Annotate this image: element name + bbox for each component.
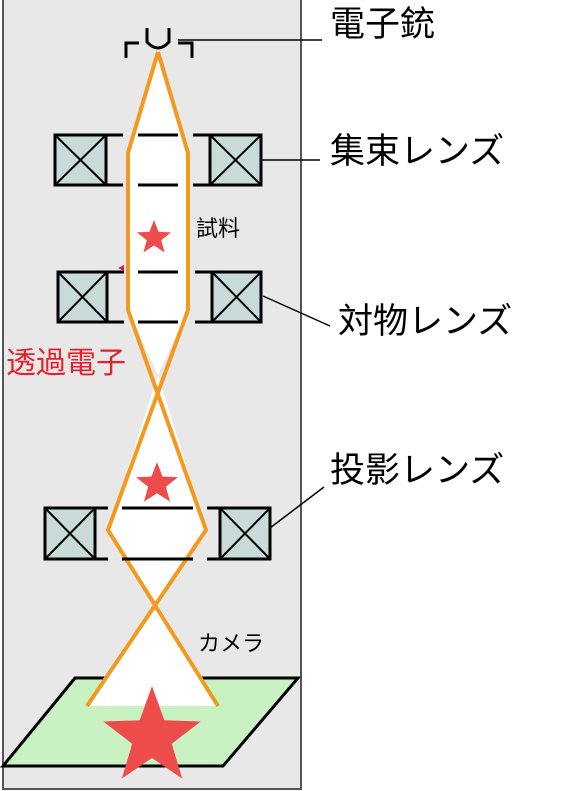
star-icon	[103, 686, 201, 779]
lens-coil-icon	[43, 506, 97, 561]
lens-coil-icon	[56, 270, 109, 324]
projector-lens-label: 投影レンズ	[330, 451, 505, 491]
objective-lens	[56, 270, 263, 324]
condenser-lens	[53, 133, 263, 187]
specimen-label: 試料	[196, 217, 241, 242]
electron-beam	[85, 51, 220, 708]
lens-coil-icon	[208, 133, 263, 187]
lens-coil-icon	[53, 133, 108, 187]
camera-label: カメラ	[198, 632, 265, 657]
electron-gun	[124, 28, 194, 58]
objective-lens-label: 対物レンズ	[338, 302, 513, 342]
condenser-lens-label: 集束レンズ	[330, 132, 505, 172]
leader-lines	[178, 39, 331, 529]
arrow-icon	[118, 265, 124, 271]
star-icon	[136, 462, 178, 502]
lens-coil-icon	[210, 270, 263, 324]
lens-coil-icon	[218, 506, 272, 561]
star-icon	[136, 220, 172, 253]
transmitted-electrons-label: 透過電子	[6, 346, 126, 381]
electron-gun-label: 電子銃	[330, 5, 436, 45]
projector-lens	[43, 506, 272, 561]
